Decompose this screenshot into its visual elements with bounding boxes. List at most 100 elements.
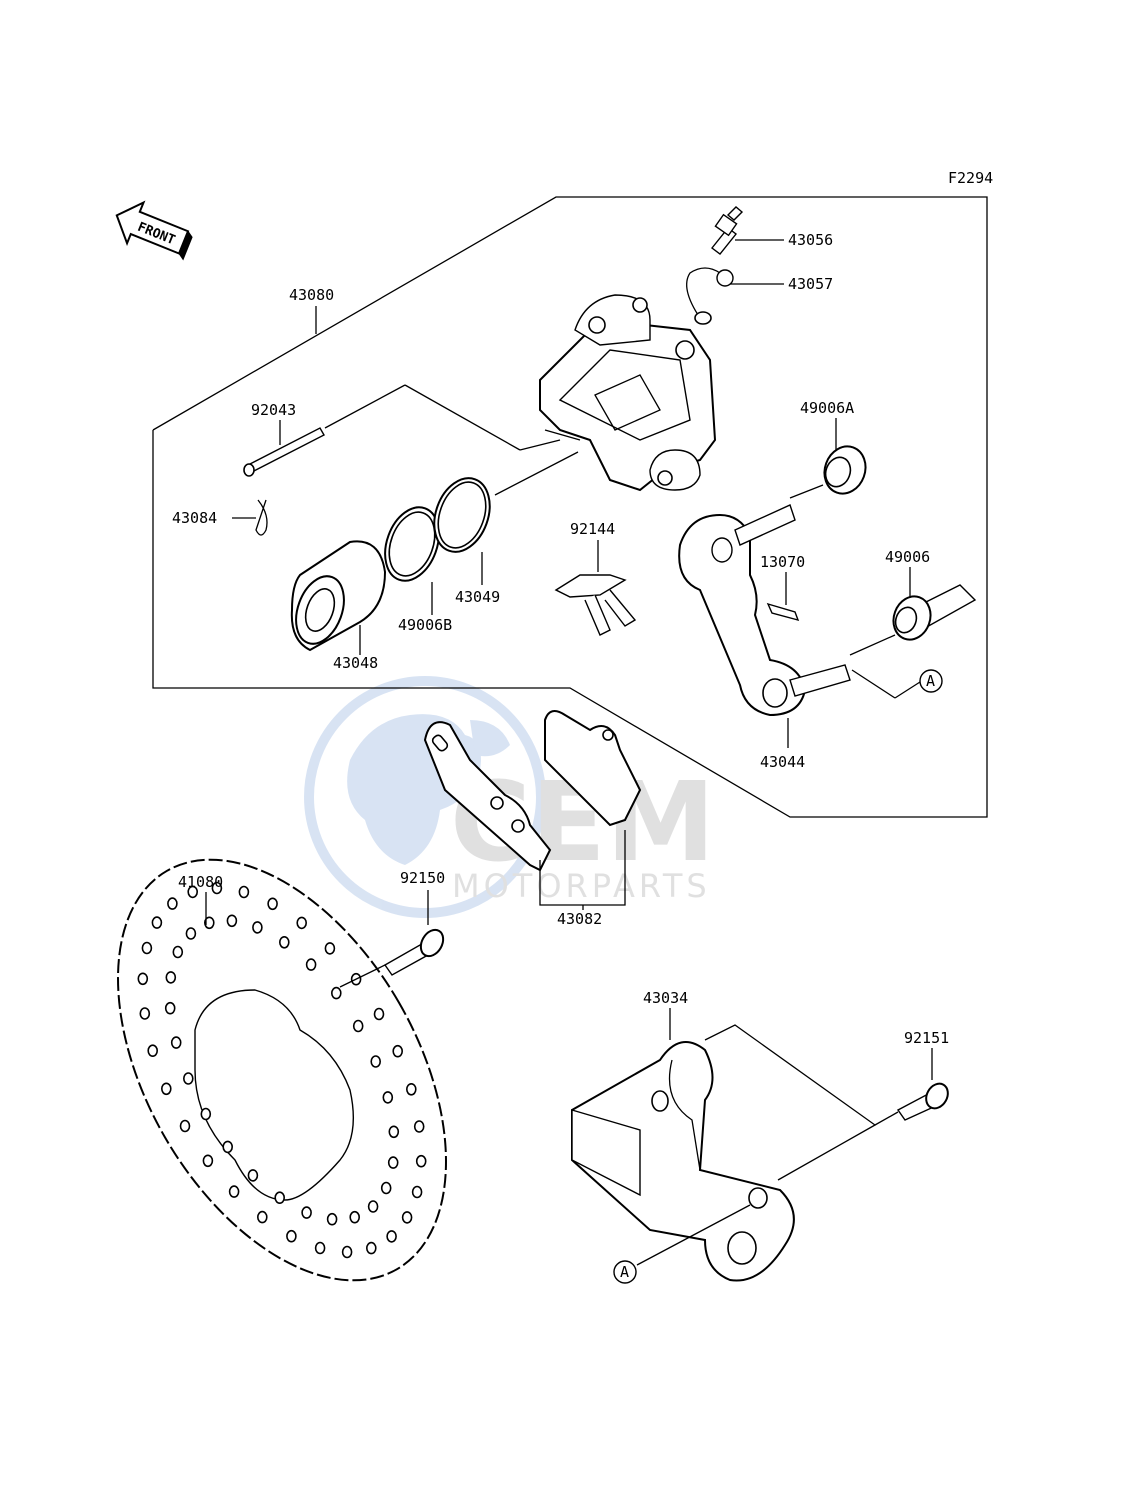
disc-hole (141, 941, 153, 955)
disc-hole (301, 1206, 312, 1219)
bleed-cap (686, 267, 734, 325)
boot-49006a (823, 445, 867, 495)
bleed-valve (711, 206, 744, 255)
figure-code: F2294 (948, 169, 993, 187)
piston-seal (384, 506, 440, 582)
disc-hole (187, 885, 198, 899)
disc-hole (373, 1007, 385, 1021)
disc-hole (388, 1125, 400, 1139)
front-arrow-icon: FRONT (115, 200, 193, 261)
disc-hole (296, 916, 308, 930)
disc-hole (204, 916, 215, 930)
disc-hole (267, 897, 278, 911)
disc-hole (415, 1154, 427, 1168)
disc-hole (286, 1229, 297, 1243)
mount-bracket (571, 1041, 795, 1282)
caliper-bracket (678, 504, 851, 717)
pad-spring (554, 574, 637, 636)
ref-marker-a-2: A (620, 1263, 629, 1281)
brake-disc (117, 858, 447, 1282)
label-13070: 13070 (760, 553, 805, 571)
disc-hole (228, 1185, 240, 1198)
disc-hole (387, 1156, 399, 1169)
disc-hole (274, 1191, 286, 1204)
ref-marker-a-1: A (926, 672, 935, 690)
dust-seal (433, 477, 491, 553)
disc-hole (305, 958, 317, 971)
disc-hole (405, 1083, 417, 1096)
disc-hole (226, 914, 238, 928)
label-43057: 43057 (788, 275, 833, 293)
watermark-logo: CEM MOTORPARTS (304, 676, 715, 918)
disc-hole (161, 1082, 172, 1096)
bracket-clip (766, 602, 800, 622)
disc-hole (222, 1140, 233, 1154)
disc-hole (326, 1212, 338, 1226)
disc-hole (382, 1091, 394, 1104)
label-43048: 43048 (333, 654, 378, 672)
pin-clip (255, 499, 268, 536)
disc-hole (179, 1119, 191, 1133)
label-41080: 41080 (178, 873, 223, 891)
disc-hole (170, 1036, 182, 1049)
label-43049: 43049 (455, 588, 500, 606)
disc-hole (392, 1044, 404, 1058)
label-43080: 43080 (289, 286, 334, 304)
bracket-bolt (896, 1082, 949, 1121)
disc-hole (185, 927, 197, 940)
disc-hole (164, 1001, 176, 1015)
disc-hole (411, 1185, 423, 1199)
disc-hole (139, 1007, 151, 1020)
watermark-sub: MOTORPARTS (452, 867, 711, 905)
disc-hole (137, 972, 149, 986)
caliper-pin (243, 427, 325, 477)
disc-hole (252, 921, 263, 934)
disc-hole (172, 945, 184, 959)
disc-hole (370, 1055, 382, 1068)
label-92144: 92144 (570, 520, 615, 538)
label-92150: 92150 (400, 869, 445, 887)
label-43056: 43056 (788, 231, 833, 249)
disc-hole (167, 897, 178, 910)
disc-hole (367, 1200, 379, 1213)
disc-hole (386, 1230, 397, 1243)
boot-49006 (892, 584, 977, 641)
disc-hole (349, 1210, 361, 1224)
disc-hole (413, 1120, 425, 1133)
disc-bolt (383, 928, 445, 976)
label-92151: 92151 (904, 1029, 949, 1047)
disc-hole (165, 971, 177, 984)
assembly-outline (152, 196, 988, 818)
disc-hole (147, 1044, 158, 1057)
disc-hole (256, 1210, 268, 1224)
disc-hole (380, 1181, 392, 1195)
disc-hole (238, 885, 250, 899)
label-43082: 43082 (557, 910, 602, 928)
disc-hole (200, 1107, 212, 1121)
disc-hole (183, 1072, 194, 1085)
disc-hole (341, 1245, 353, 1259)
disc-hole (202, 1154, 214, 1168)
disc-hole (352, 1019, 364, 1033)
label-43044: 43044 (760, 753, 805, 771)
caliper-body (539, 294, 717, 492)
label-49006: 49006 (885, 548, 930, 566)
piston (290, 540, 387, 652)
disc-hole (247, 1169, 259, 1182)
disc-hole (324, 942, 336, 955)
label-43084: 43084 (172, 509, 217, 527)
disc-hole (151, 916, 163, 929)
brake-pad-1 (423, 721, 552, 872)
disc-hole (365, 1241, 377, 1255)
disc-hole (211, 881, 223, 895)
disc-hole (401, 1211, 413, 1224)
label-49006A: 49006A (800, 399, 854, 417)
disc-hole (278, 935, 290, 949)
label-49006B: 49006B (398, 616, 452, 634)
brake-pad-2 (544, 710, 642, 827)
disc-hole (314, 1241, 326, 1255)
disc-hole (330, 986, 342, 1000)
label-43034: 43034 (643, 989, 688, 1007)
